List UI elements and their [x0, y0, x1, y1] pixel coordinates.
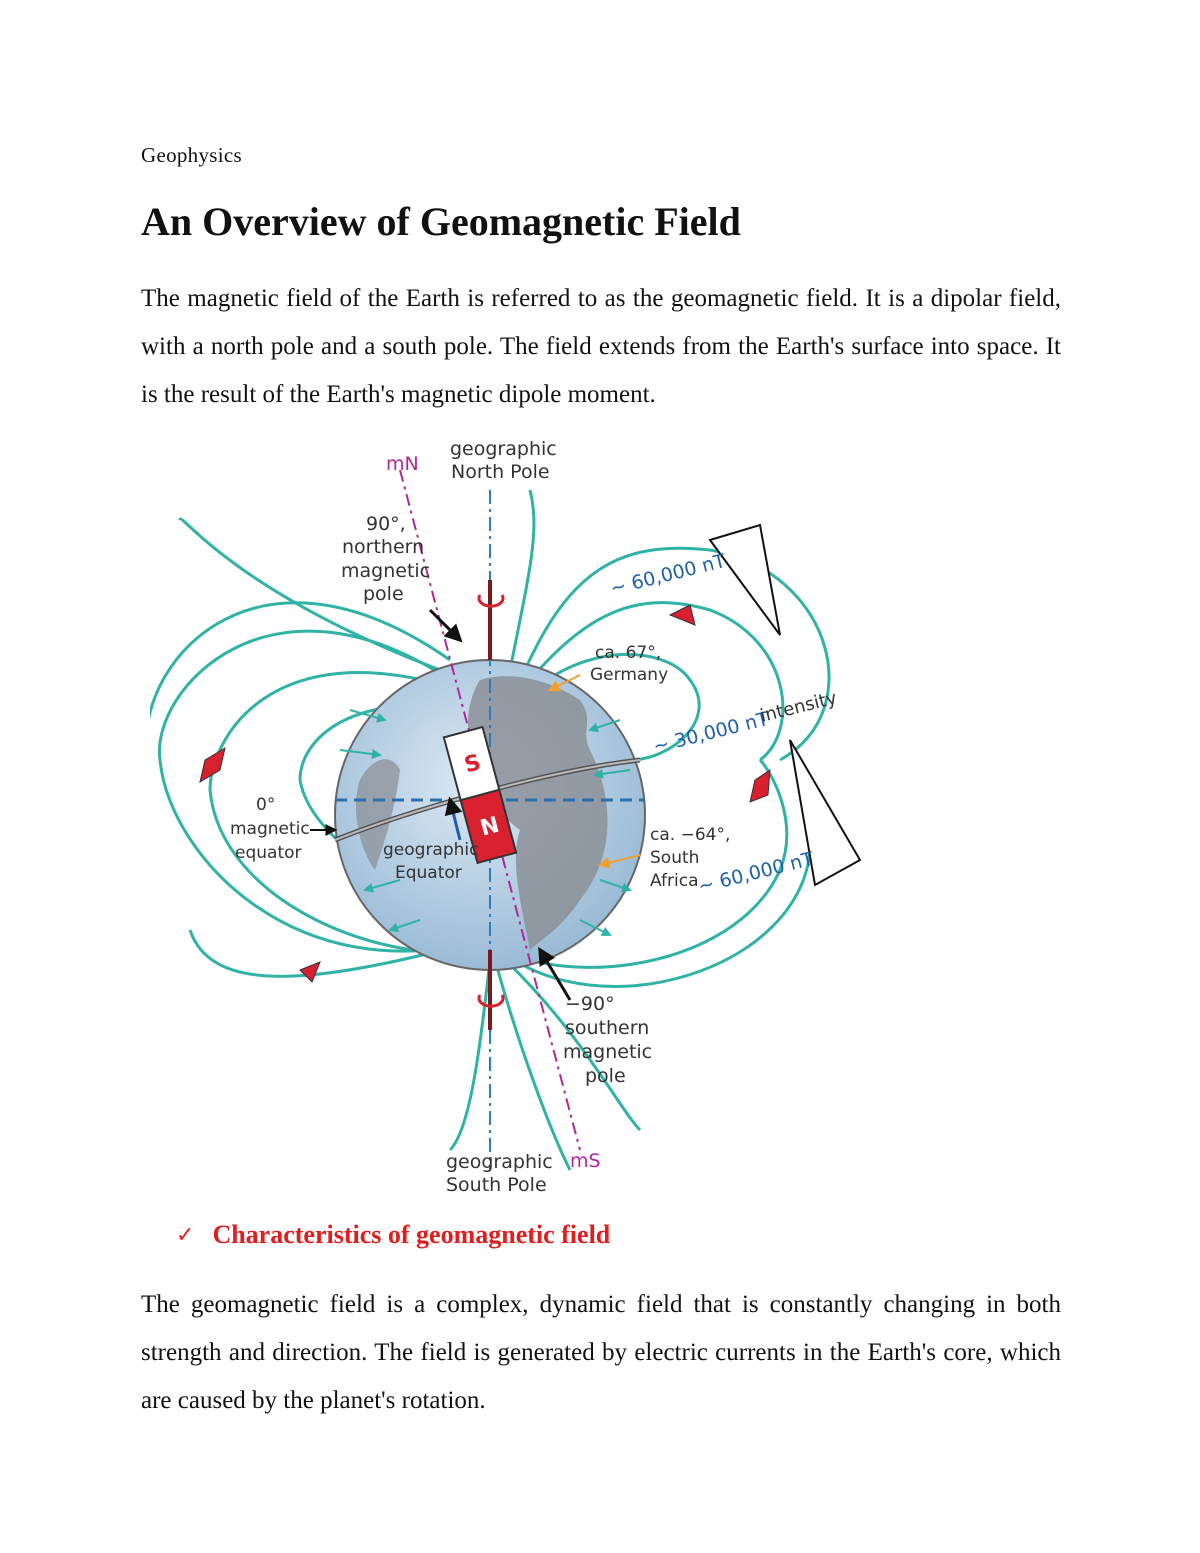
checkmark-icon: ✓	[176, 1223, 194, 1248]
label-geo-eq-1: geographic	[383, 840, 478, 860]
label-north-mag-4: pole	[363, 583, 404, 605]
label-mS: mS	[570, 1150, 601, 1172]
label-mN: mN	[386, 453, 419, 475]
label-south-mag-2: southern	[565, 1017, 649, 1039]
label-geo-north-1: geographic	[450, 438, 557, 460]
label-germany-2: Germany	[590, 665, 668, 685]
label-safrica-1: ca. −64°,	[650, 825, 730, 845]
label-geo-south-2: South Pole	[446, 1174, 547, 1196]
label-mag-eq-1: 0°	[256, 795, 275, 815]
label-geo-eq-2: Equator	[395, 863, 462, 883]
label-north-mag-1: 90°,	[366, 513, 406, 535]
section-paragraph: The geomagnetic field is a complex, dyna…	[141, 1281, 1061, 1425]
label-mag-eq-2: magnetic	[230, 819, 310, 839]
label-south-mag-1: −90°	[565, 993, 615, 1015]
label-north-mag-3: magnetic	[341, 560, 430, 582]
section-heading-text: Characteristics of geomagnetic field	[212, 1220, 610, 1250]
geomagnetic-field-diagram: S N	[150, 430, 870, 1210]
label-germany-1: ca. 67°,	[595, 643, 661, 663]
label-safrica-3: Africa	[650, 871, 699, 891]
page-title: An Overview of Geomagnetic Field	[141, 196, 741, 248]
label-south-mag-4: pole	[585, 1065, 626, 1087]
label-geo-north-2: North Pole	[451, 461, 550, 483]
label-geo-south-1: geographic	[446, 1151, 553, 1173]
section-heading: ✓ Characteristics of geomagnetic field	[176, 1220, 610, 1250]
label-safrica-2: South	[650, 848, 699, 868]
label-intensity: intensity	[758, 688, 839, 727]
label-north-mag-2: northern	[342, 536, 424, 558]
diagram-svg: S N	[150, 430, 870, 1210]
label-south-mag-3: magnetic	[563, 1041, 652, 1063]
intro-paragraph: The magnetic field of the Earth is refer…	[141, 275, 1061, 419]
label-nt-mid: ~ 30,000 nT	[651, 708, 771, 758]
header-label: Geophysics	[141, 143, 242, 168]
label-mag-eq-3: equator	[235, 843, 302, 863]
